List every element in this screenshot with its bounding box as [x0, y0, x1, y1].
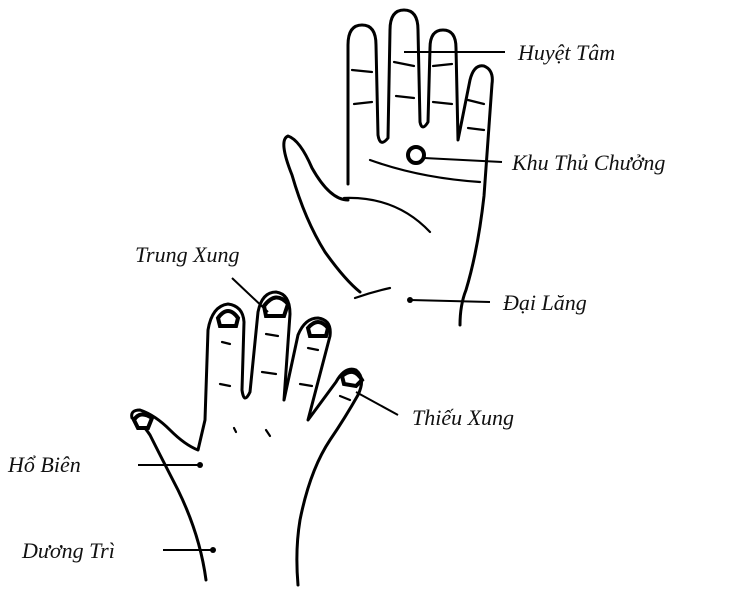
- label-dai-lang: Đại Lăng: [502, 290, 587, 315]
- label-khu-thu-chuong: Khu Thủ Chưởng: [511, 150, 665, 175]
- leader-khu-thu-chuong: [424, 158, 502, 162]
- label-thieu-xung: Thiếu Xung: [412, 405, 514, 430]
- label-trung-xung: Trung Xung: [135, 242, 240, 267]
- palm-crease-heart: [370, 160, 480, 182]
- palm-hand-outline: [348, 10, 492, 325]
- labels: Huyệt Tâm Khu Thủ Chưởng Đại Lăng Trung …: [7, 40, 665, 563]
- back-hand-nails: [134, 297, 362, 428]
- palm-hand: [284, 10, 493, 325]
- leader-thieu-xung: [356, 392, 398, 415]
- back-hand: [132, 292, 362, 585]
- leader-lines: [138, 52, 505, 550]
- label-huyet-tam: Huyệt Tâm: [517, 40, 615, 65]
- khu-thu-chuong-point: [408, 147, 424, 163]
- label-ho-bien: Hổ Biên: [7, 452, 81, 477]
- label-duong-tri: Dương Trì: [21, 538, 115, 563]
- palm-crease-life: [344, 198, 430, 232]
- leader-dai-lang: [410, 300, 490, 302]
